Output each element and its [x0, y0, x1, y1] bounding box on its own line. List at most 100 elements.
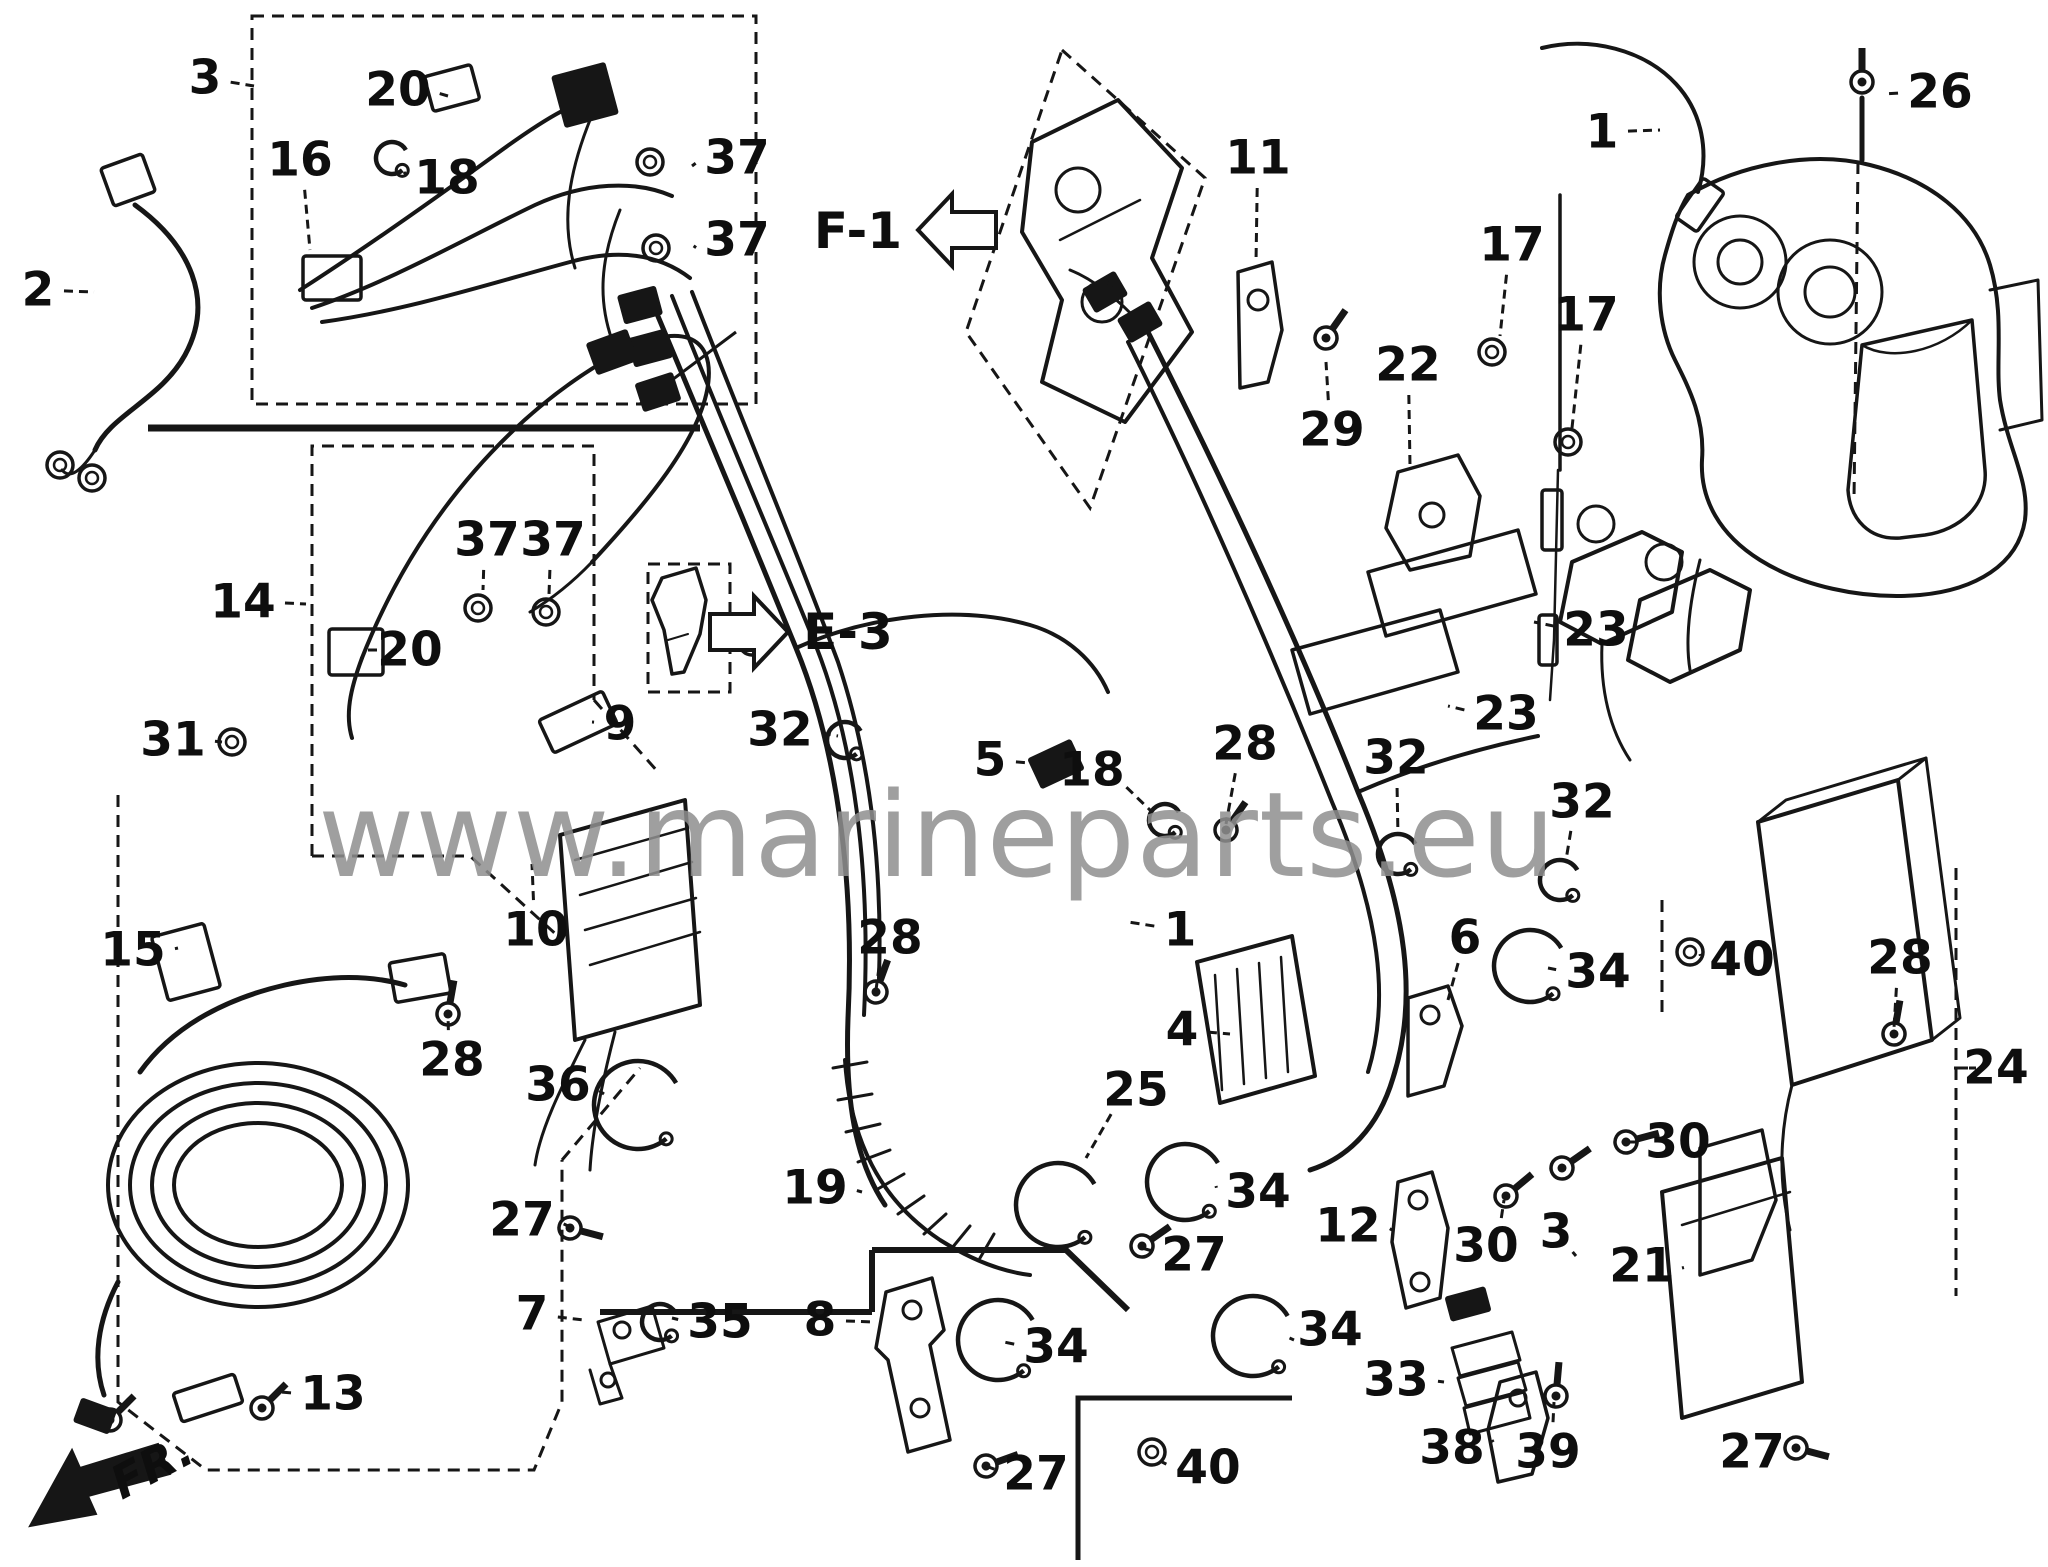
part-callout-3: 3 [189, 51, 222, 106]
bolt-icon [973, 1451, 1020, 1479]
bolt-center [1551, 1391, 1561, 1401]
part-line-48 [1698, 1128, 1778, 1277]
grommet-icon [463, 593, 493, 623]
bolt-shaft [1804, 1447, 1830, 1461]
part-callout-2: 2 [22, 263, 55, 318]
part-line-35 [1236, 260, 1284, 390]
dashed-boundary-0 [250, 14, 758, 406]
detail-circle [1409, 1271, 1431, 1293]
part-callout-9: 9 [604, 697, 637, 752]
bolt-head [1493, 1183, 1519, 1209]
grommet-hole [538, 604, 554, 620]
part-line-20 [1145, 329, 1409, 1173]
bolt-shaft [1892, 999, 1904, 1025]
component-outline-icon [423, 63, 481, 113]
component-outline-icon [150, 922, 222, 1002]
leader-line-36 [598, 1089, 605, 1096]
bolt-center [1889, 1029, 1899, 1039]
part-line-52 [1406, 984, 1464, 1098]
bolt-head [435, 1001, 461, 1027]
grommet-icon [1137, 1437, 1167, 1467]
ring-end [1271, 1359, 1287, 1375]
bolt-icon [1783, 1435, 1830, 1461]
bolt-center [1621, 1137, 1631, 1147]
ring-end [1077, 1229, 1093, 1245]
part-callout-26: 26 [1907, 65, 1972, 120]
bolt-center [257, 1403, 267, 1413]
bolt-shaft [114, 1393, 137, 1416]
component-outline-icon [171, 1372, 245, 1424]
bolt-shaft [1228, 800, 1249, 824]
leader-line-4 [1207, 1030, 1231, 1036]
connector-block-icon [617, 286, 663, 324]
bolt-head [1313, 325, 1339, 351]
connector-block-icon [586, 329, 638, 375]
part-line-51 [1390, 1170, 1450, 1310]
leader-line-8 [845, 1319, 875, 1324]
leader-line-28 [1224, 772, 1237, 825]
part-line-8 [346, 656, 364, 740]
part-callout-29: 29 [1299, 403, 1364, 458]
leader-line-1 [1127, 920, 1155, 928]
leader-line-5 [1015, 760, 1045, 766]
bolt-center [871, 987, 881, 997]
retainer-ring-icon [1491, 927, 1564, 1005]
part-callout-35: 35 [687, 1295, 752, 1350]
part-callout-22: 22 [1375, 338, 1440, 393]
part-callout-23: 23 [1473, 687, 1538, 742]
part-callout-4: 4 [1166, 1003, 1199, 1058]
detail-circle [1246, 288, 1270, 312]
part-line-59 [588, 1362, 624, 1406]
part-callout-31: 31 [140, 713, 205, 768]
watermark-text: www.marineparts.eu [318, 766, 1557, 904]
leader-line-26 [1883, 91, 1899, 96]
grommet-hole [642, 154, 658, 170]
retainer-ring-icon [639, 1301, 678, 1343]
grommet-icon [641, 233, 671, 263]
leader-line-20 [439, 92, 449, 98]
part-callout-5: 5 [974, 733, 1007, 788]
bolt-icon [1849, 48, 1875, 95]
part-callout-37: 37 [454, 513, 519, 568]
retainer-ring-icon [1375, 831, 1418, 877]
component-outline-icon [1537, 613, 1559, 667]
part-callout-27: 27 [1719, 1425, 1784, 1480]
grommet-hole [1560, 434, 1576, 450]
part-line-61 [95, 1279, 121, 1398]
part-callout-23: 23 [1563, 603, 1628, 658]
detail-circle [1692, 214, 1788, 310]
part-line-46 [1660, 1156, 1804, 1420]
bolt-head [1849, 69, 1875, 95]
part-callout-20: 20 [377, 623, 442, 678]
leader-line-27 [1141, 1246, 1153, 1253]
bolt-icon [1313, 308, 1349, 351]
dashed-boundary-11 [1852, 161, 1860, 501]
cable-coil-turn [172, 1121, 344, 1249]
leader-line-32 [821, 731, 839, 738]
leader-line-35 [671, 1316, 679, 1321]
part-callout-34: 34 [1565, 945, 1630, 1000]
leader-line-18 [1125, 786, 1154, 814]
retainer-ring-icon [373, 139, 408, 177]
bolt-center [1221, 825, 1231, 835]
part-line-16 [690, 290, 882, 980]
connector-block-icon [1082, 271, 1128, 313]
part-line-37 [1366, 528, 1538, 638]
dashed-boundary-4 [964, 47, 1207, 512]
part-callout-33: 33 [1363, 1353, 1428, 1408]
bolt-icon [1549, 1145, 1592, 1181]
leader-line-6 [1446, 962, 1460, 1001]
component-outline-icon [301, 254, 363, 302]
part-callout-6: 6 [1449, 911, 1482, 966]
leader-line-25 [1084, 1113, 1113, 1159]
detail-circle [1576, 504, 1616, 544]
part-line-56 [1486, 1370, 1550, 1484]
leader-line-32 [1395, 787, 1400, 837]
leader-line-28 [1892, 987, 1898, 1029]
bolt-icon [863, 958, 891, 1005]
part-callout-19: 19 [782, 1161, 847, 1216]
part-callout-1: 1 [1164, 903, 1197, 958]
part-line-60 [137, 975, 408, 1075]
ring-end [1016, 1363, 1032, 1379]
